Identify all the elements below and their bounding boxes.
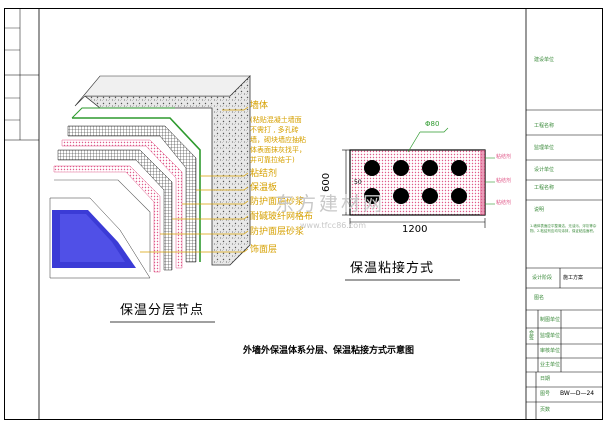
margin-dimension: 50 [354,179,362,186]
label-alkali-mesh: 耐碱玻纤网格布 [250,212,314,222]
tb-number-label: 图号 [540,391,551,397]
label-mortar-1: 防护面层砂浆 [250,197,305,207]
layer-leaders [140,106,249,253]
tb-date-label: 日期 [540,376,551,382]
adhesive-dot [364,160,380,176]
adhesive-dot [422,160,438,176]
right-caption: 保温粘接方式 [350,261,435,276]
wall-node-diagram [49,75,251,279]
tb-sign-label: 会签 [528,330,534,340]
label-wall-note-5: 并可靠拉结于) [250,156,295,164]
tb-designer: 设计单位 [534,167,555,173]
adhesive-dots [364,160,467,204]
watermark: 东方建材网 [275,193,386,215]
tb-sign-row-3: 审核单位 [540,348,561,354]
drawing-frame [4,8,603,420]
watermark-url: www.tfcc86.com [300,221,366,230]
tb-project-2: 工程名称 [534,185,555,191]
insulation-layer [67,125,197,263]
label-finish: 饰面层 [250,245,278,255]
left-strip [4,8,39,141]
height-dimension: 600 [321,172,332,192]
width-dimension: 1200 [402,224,428,235]
title-block [525,8,603,420]
dot-diameter-label: Φ80 [425,120,440,128]
tb-project: 工程名称 [534,123,555,129]
tb-client: 建设单位 [534,57,555,63]
alkali-mesh-layer [57,149,173,271]
adhesive-dot [422,188,438,204]
tb-drawing-name: 图名 [534,295,545,301]
label-mortar-2: 防护面层砂浆 [250,227,305,237]
left-caption: 保温分层节点 [120,303,205,318]
mortar-layer-1 [61,139,183,269]
label-wall: 墙体 [250,101,269,111]
bond-label-1: 粘结剂 [496,154,512,160]
tb-stage-label: 设计阶段 [532,275,553,281]
adhesive-dot [393,188,409,204]
tb-number-value: BW—D—24 [560,390,595,397]
tb-notes-text: 1.墙体表面应平整清洁，无油污、浮灰等杂物。2.粘结剂应均匀涂抹，保证粘结面积。 [530,224,597,233]
tb-sign-row-2: 监理单位 [540,333,561,339]
adhesive-dot [451,188,467,204]
label-wall-note-2: 不需打 , 多孔砖 [250,126,299,134]
label-wall-note-3: 墙，砌块墙应抽粘 [250,136,306,144]
mortar-layer-2 [53,165,161,273]
wall-top [74,75,251,107]
adhesive-layer [72,117,201,262]
tb-sign-row-4: 业主单位 [540,362,561,368]
adhesive-dot [364,188,380,204]
adhesive-dot [451,160,467,176]
tb-sign-row-1: 制图单位 [540,317,561,323]
drawing-title: 外墙外保温体系分层、保温粘接方式示意图 [243,346,415,356]
label-wall-note-1: (粘贴混凝土墙面 [250,116,302,124]
tb-page-label: 页数 [540,407,551,413]
bond-plan-diagram [342,127,495,228]
label-wall-note-4: 体表面抹灰找平， [250,146,306,154]
label-adhesive: 粘结剂 [250,169,278,179]
tb-supervisor: 监理单位 [534,145,555,151]
label-insulation-board: 保温板 [250,183,278,193]
tb-notes-label: 说明 [534,207,545,213]
adhesive-dot [393,160,409,176]
tb-stage-value: 施工方案 [563,275,584,281]
bond-label-3: 粘结剂 [496,200,512,206]
bond-label-2: 粘结剂 [496,178,512,184]
